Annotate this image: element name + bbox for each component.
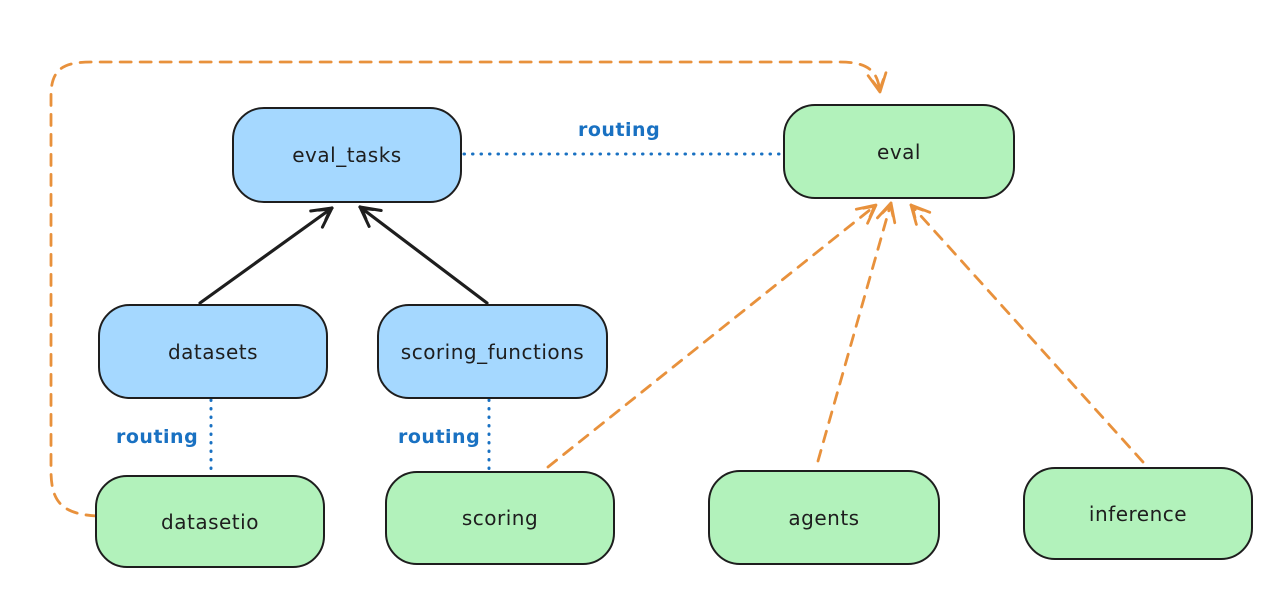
edge-agents-to-eval [816,201,897,463]
node-scoring-functions-label: scoring_functions [400,339,585,364]
edge-scoring-to-eval [546,203,878,469]
node-eval: eval [783,104,1015,199]
node-datasets-label: datasets [167,339,259,364]
node-agents-label: agents [788,505,860,530]
node-scoring-functions: scoring_functions [377,304,608,399]
edge-scoring-functions-to-eval-tasks [358,205,489,305]
node-datasetio: datasetio [95,475,325,568]
routing-label-scoring-functions-scoring: routing [398,426,481,448]
node-agents: agents [708,470,940,565]
edge-datasets-to-eval-tasks [198,206,334,305]
node-eval-tasks: eval_tasks [232,107,462,203]
node-eval-label: eval [877,139,921,164]
node-inference-label: inference [1088,501,1188,526]
node-datasets: datasets [98,304,328,399]
node-inference: inference [1023,467,1253,560]
routing-label-datasets-datasetio: routing [116,426,199,448]
edge-datasetio-to-eval [49,60,888,518]
node-scoring: scoring [385,471,615,565]
node-eval-tasks-label: eval_tasks [292,143,402,167]
routing-label-eval-tasks-eval: routing [578,119,661,141]
node-scoring-label: scoring [461,506,539,530]
node-datasetio-label: datasetio [161,509,259,534]
edge-inference-to-eval [909,203,1145,464]
